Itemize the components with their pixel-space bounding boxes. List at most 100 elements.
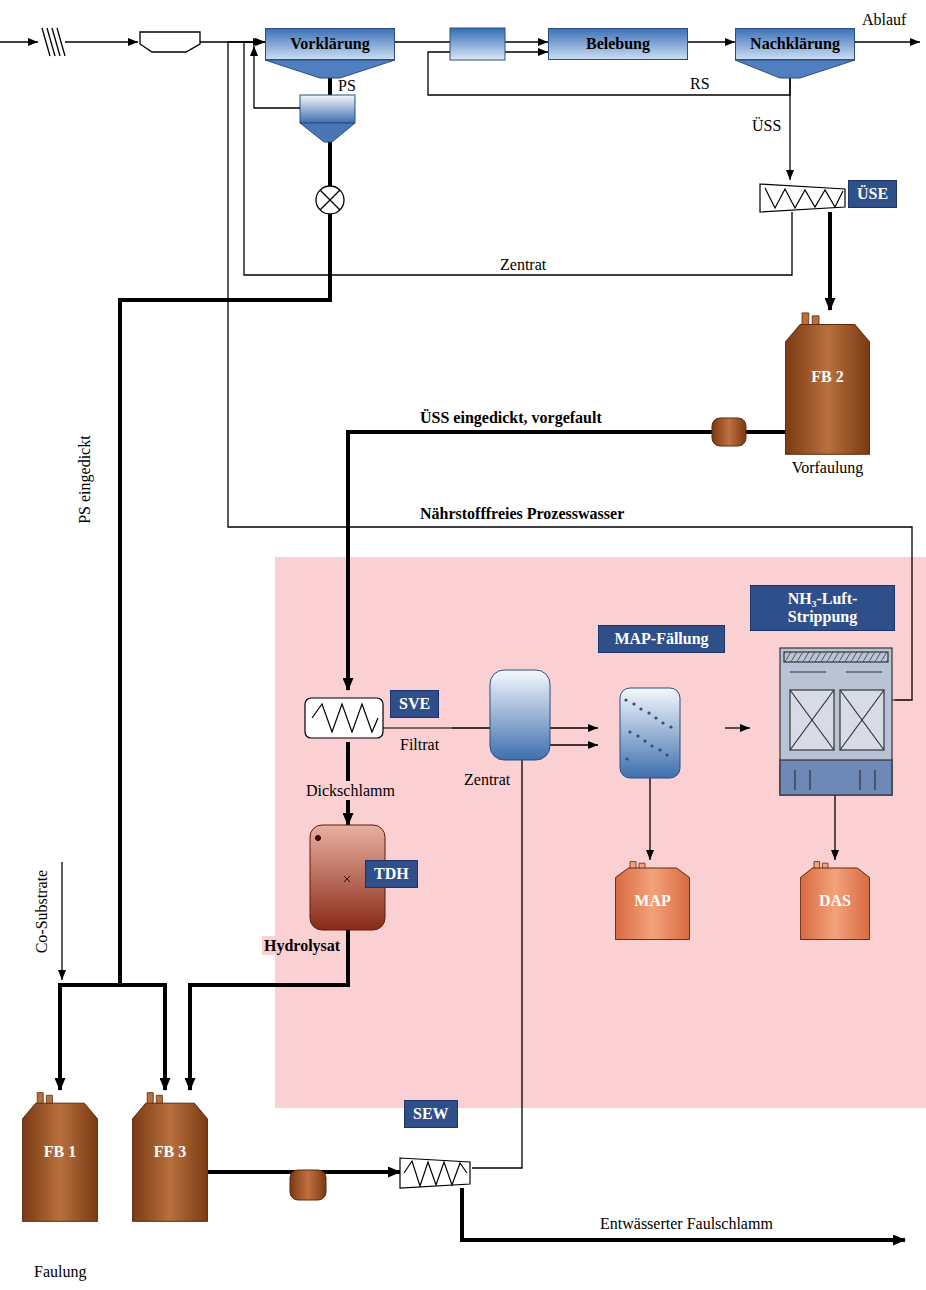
particle-dot bbox=[643, 739, 646, 742]
drawing-part bbox=[320, 190, 340, 210]
equipment-node: ÜSE bbox=[760, 180, 912, 212]
clarifier-funnel bbox=[735, 60, 855, 78]
drawing-part bbox=[300, 123, 355, 142]
flow-label: Ablauf bbox=[862, 10, 906, 29]
drawing-part bbox=[840, 690, 884, 750]
cosubstrate-inlet bbox=[61, 862, 62, 980]
drawing-part bbox=[855, 41, 920, 42]
equipment-label: SVE bbox=[390, 690, 439, 718]
tank-label: MAP bbox=[615, 892, 690, 910]
equipment-label: SEW bbox=[404, 1100, 458, 1128]
edge-label: Zentrat bbox=[500, 255, 546, 274]
tank-label: FB 3 bbox=[132, 1143, 208, 1161]
drawing-part bbox=[300, 95, 355, 123]
drawing-part bbox=[383, 727, 452, 728]
drawing-part bbox=[790, 690, 834, 750]
drawing-part bbox=[140, 32, 200, 52]
particle-cross bbox=[344, 876, 350, 882]
drawing-part bbox=[784, 652, 888, 662]
edge-label: Zentrat bbox=[462, 770, 512, 789]
screw-thickener bbox=[760, 184, 845, 212]
tank-node: MAP bbox=[615, 860, 690, 940]
edge-label: Dickschlamm bbox=[304, 781, 397, 800]
edge-label: Filtrat bbox=[398, 735, 441, 754]
equipment-label: NH₃-Luft-Strippung bbox=[750, 585, 895, 631]
drawing-part bbox=[840, 690, 884, 750]
particle-dot bbox=[624, 698, 627, 701]
particle-cross bbox=[344, 876, 350, 882]
particle-cross bbox=[344, 876, 350, 882]
sludge-line bbox=[190, 930, 348, 1090]
particle-dot bbox=[669, 725, 672, 728]
drawing-part bbox=[780, 648, 892, 795]
mixing-tank bbox=[450, 28, 505, 60]
flow-line bbox=[472, 745, 598, 1168]
tank-body bbox=[785, 325, 869, 455]
particle-dot bbox=[636, 734, 639, 737]
screw-dewatering bbox=[400, 1158, 470, 1188]
treatment-region bbox=[275, 557, 926, 1108]
particle-dot bbox=[654, 716, 657, 719]
primary-thickener bbox=[300, 95, 355, 142]
box-label: Belebung bbox=[580, 35, 656, 53]
tank-label: DAS bbox=[800, 892, 870, 910]
flow-line bbox=[244, 42, 792, 275]
drawing-part bbox=[312, 704, 378, 732]
particle-dot bbox=[316, 836, 320, 840]
equipment-label: ÜSE bbox=[848, 180, 897, 208]
edge-label: Nährstofffreies Prozesswasser bbox=[420, 504, 624, 523]
drawing-part bbox=[790, 690, 834, 750]
equipment-node: SEW bbox=[400, 1100, 472, 1188]
drawing-part bbox=[57, 28, 65, 56]
particle-dot bbox=[316, 836, 320, 840]
particle-dot bbox=[650, 744, 653, 747]
drawing-part bbox=[790, 671, 826, 672]
particle-cross bbox=[344, 876, 350, 882]
particle-dot bbox=[316, 836, 320, 840]
tank-node: FB 3 bbox=[132, 1090, 208, 1222]
buffer-tank bbox=[290, 1170, 326, 1200]
clarifier-funnel bbox=[265, 60, 395, 78]
drawing-part bbox=[200, 41, 263, 42]
drawing-part bbox=[65, 41, 138, 42]
particle-dot bbox=[316, 836, 320, 840]
sludge-line bbox=[828, 212, 832, 310]
drawing-part bbox=[320, 190, 340, 210]
particle-dot bbox=[625, 757, 628, 760]
drawing-part bbox=[892, 699, 896, 700]
particle-dot bbox=[316, 836, 320, 840]
sludge-line bbox=[348, 432, 785, 690]
flow-label: Faulung bbox=[34, 1262, 86, 1281]
particle-dot bbox=[661, 721, 664, 724]
tank-label: FB 2 bbox=[785, 368, 870, 386]
drawing-part bbox=[0, 41, 38, 42]
particle-dot bbox=[632, 702, 635, 705]
drawing-part bbox=[624, 698, 672, 760]
edge-label: ÜSS bbox=[752, 116, 781, 135]
flow-line bbox=[834, 795, 835, 860]
particle-dot bbox=[639, 707, 642, 710]
particle-dot bbox=[628, 730, 631, 733]
flow-label: PS bbox=[338, 76, 356, 95]
map-reactor bbox=[620, 688, 680, 778]
tank-body bbox=[132, 1103, 207, 1221]
buffer-tank bbox=[712, 418, 746, 446]
tank-body bbox=[800, 868, 869, 940]
tank-node: DAS bbox=[800, 860, 870, 940]
edge-label: ÜSS eingedickt, vorgefault bbox=[420, 408, 602, 427]
drawing-part bbox=[316, 836, 350, 882]
particle-dot bbox=[658, 748, 661, 751]
particle-cross bbox=[344, 876, 350, 882]
particle-dot bbox=[665, 753, 668, 756]
drawing-part bbox=[840, 690, 884, 750]
drawing-part bbox=[404, 1161, 467, 1186]
tank-body bbox=[615, 868, 689, 940]
drawing-part bbox=[846, 671, 882, 672]
tank-nozzle bbox=[802, 313, 809, 326]
equipment-node: NH₃-Luft-Strippung bbox=[750, 585, 895, 795]
equipment-node: MAP-Fällung bbox=[598, 625, 725, 778]
drawing-part bbox=[795, 770, 875, 790]
flow-line bbox=[725, 727, 750, 728]
pump-symbol bbox=[316, 186, 344, 214]
tank-node: FB 2Vorfaulung bbox=[785, 310, 870, 455]
